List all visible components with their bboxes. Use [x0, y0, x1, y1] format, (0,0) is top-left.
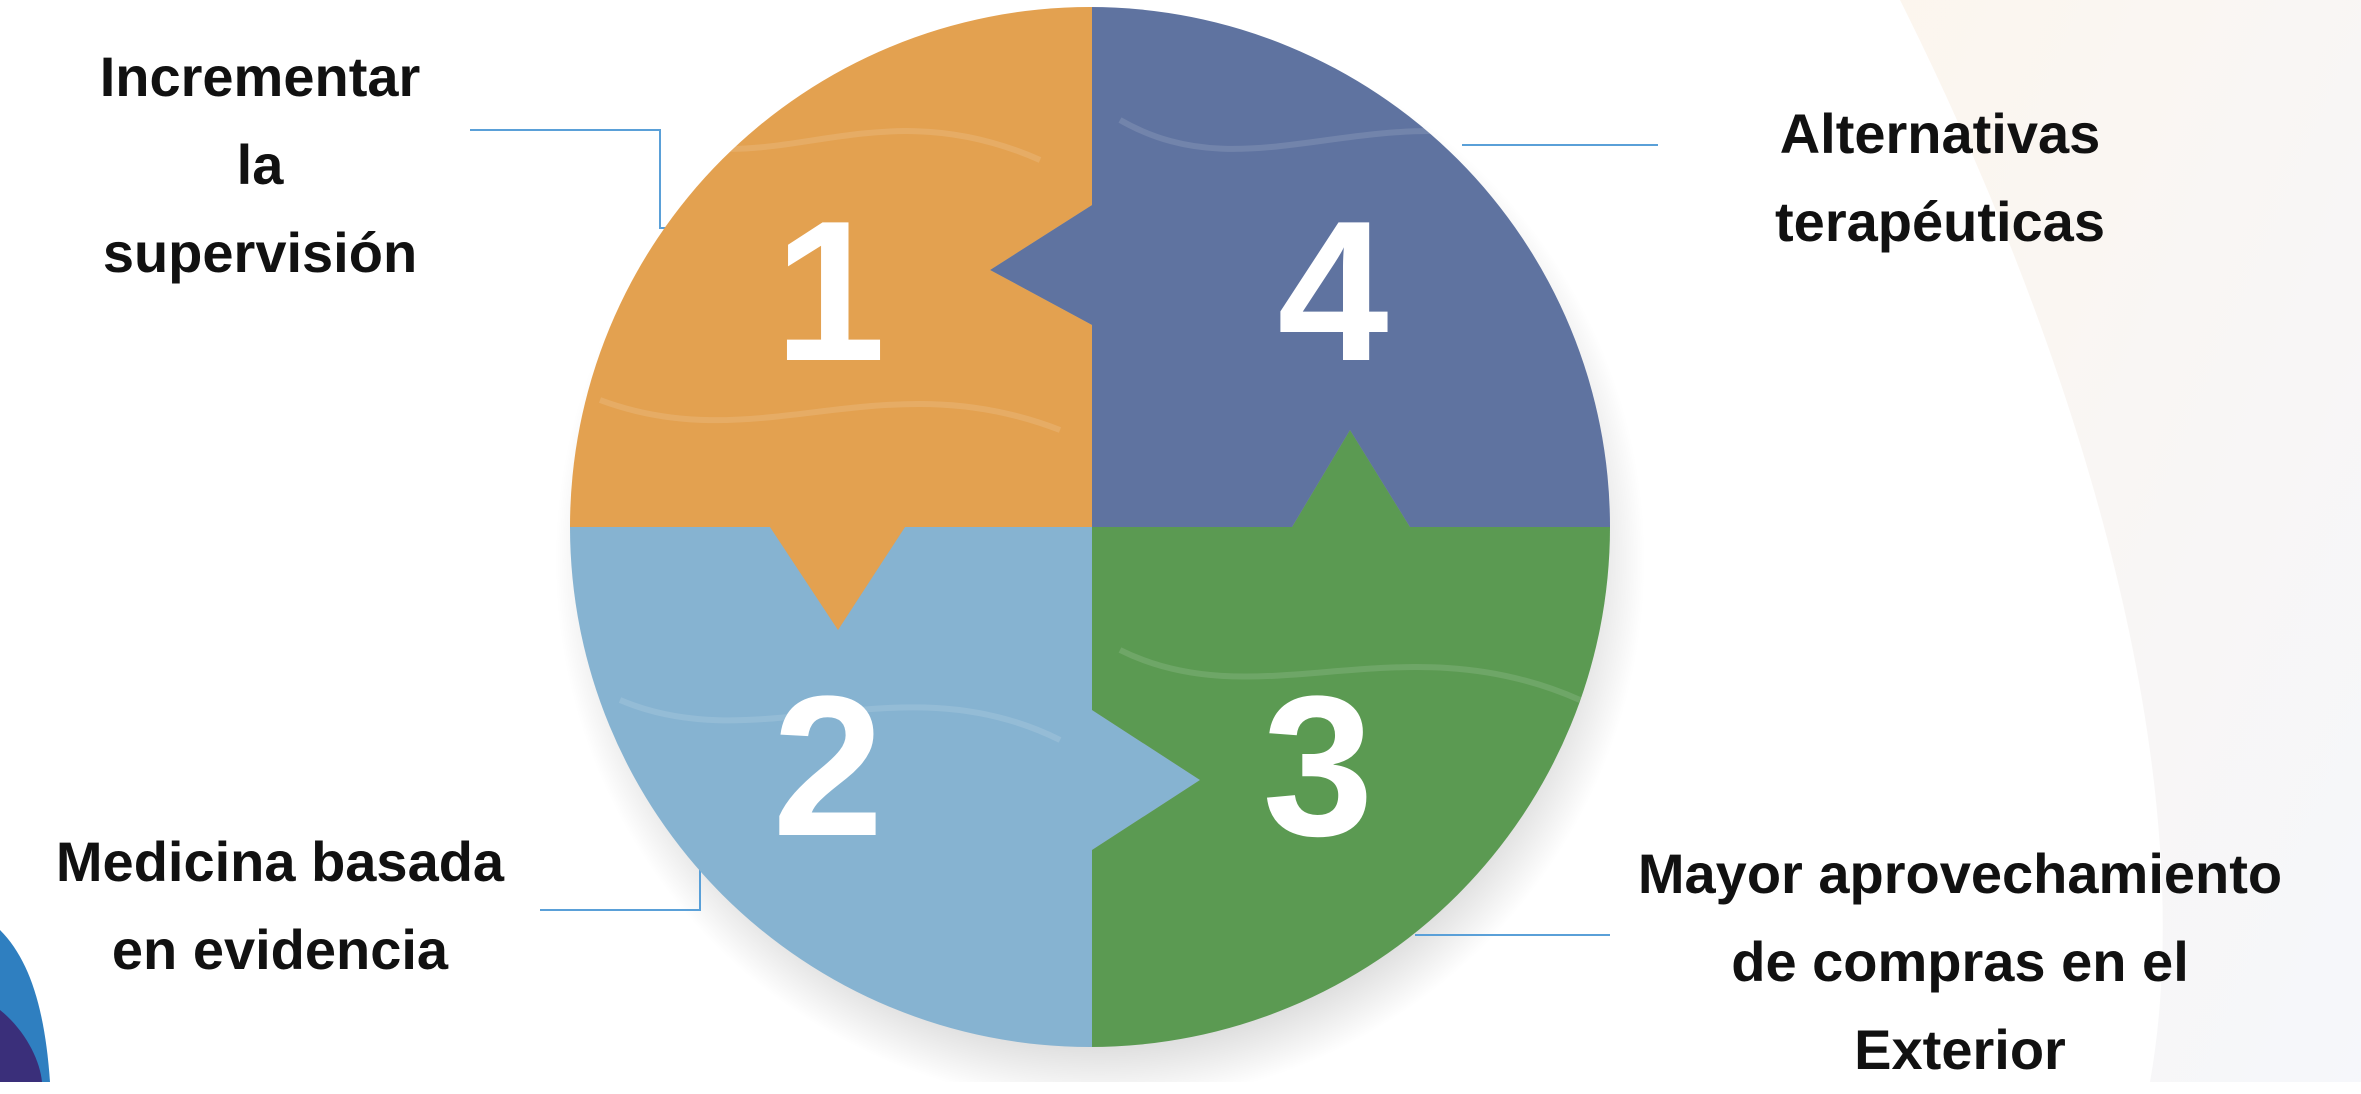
- label-3-line-2: de compras en el: [1731, 930, 2189, 993]
- label-2-line-1: Medicina basada: [55, 830, 505, 893]
- label-1-line-2: la: [236, 133, 284, 196]
- label-4-line-1: Alternativas: [1779, 102, 2101, 165]
- label-2: Medicina basada en evidencia: [0, 818, 560, 994]
- segment-number-1: 1: [774, 180, 885, 403]
- label-1-line-3: supervisión: [102, 221, 418, 284]
- segment-number-2: 2: [772, 655, 883, 878]
- label-1: Incrementar la supervisión: [50, 33, 470, 297]
- label-3-line-3: Exterior: [1854, 1018, 2066, 1081]
- label-4-line-2: terapéuticas: [1775, 190, 2105, 253]
- connector-1: [470, 129, 680, 229]
- label-3-line-1: Mayor aprovechamiento: [1637, 842, 2283, 905]
- label-3: Mayor aprovechamiento de compras en el E…: [1560, 830, 2360, 1094]
- label-1-line-1: Incrementar: [99, 45, 421, 108]
- segment-number-4: 4: [1277, 180, 1388, 403]
- segment-number-3: 3: [1262, 655, 1373, 878]
- label-4: Alternativas terapéuticas: [1680, 90, 2200, 266]
- label-2-line-2: en evidencia: [111, 918, 449, 981]
- connector-2: [540, 865, 701, 911]
